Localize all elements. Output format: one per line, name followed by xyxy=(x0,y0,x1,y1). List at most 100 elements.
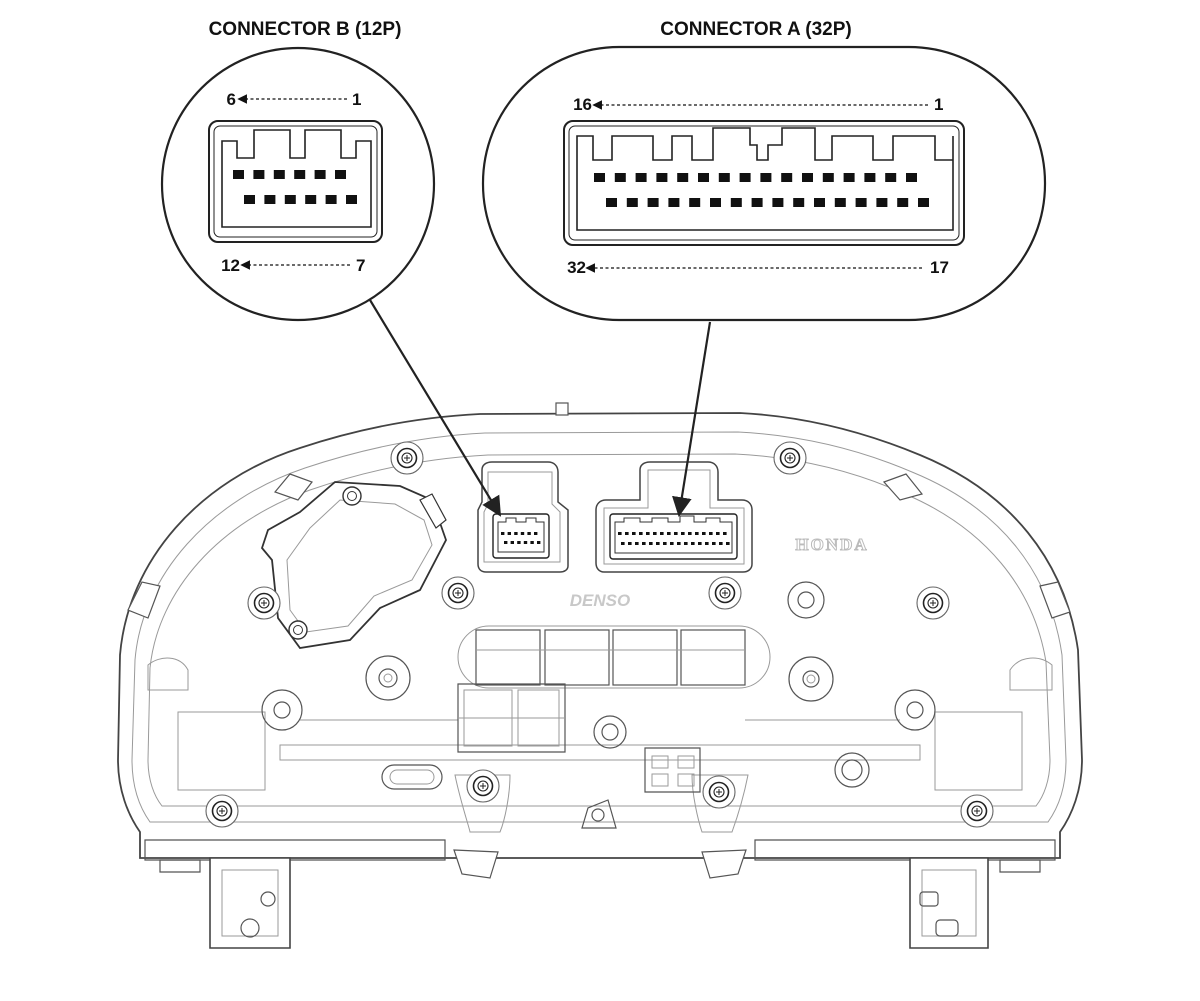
right-top-clip xyxy=(882,473,924,501)
connector-b-housing-inner xyxy=(213,125,378,238)
mini-a-pin-row2-13 xyxy=(705,542,709,545)
screw-8 xyxy=(466,769,500,803)
mini-a-pin-row1-6 xyxy=(653,532,657,535)
screw-5 xyxy=(708,576,742,610)
connector-b-pin-row1-1 xyxy=(233,170,244,179)
mini-a-pin-row1-5 xyxy=(646,532,650,535)
connector-b-leader-arrow xyxy=(369,299,502,517)
connector-a-pin-row1-15 xyxy=(885,173,897,182)
small-connector-icon xyxy=(644,747,701,793)
mini-b-pin-row1-3 xyxy=(514,532,518,535)
mini-a-pin-row2-3 xyxy=(635,542,639,545)
connector-a-leader-arrow xyxy=(672,321,712,517)
mini-a-pin-row1-2 xyxy=(625,532,629,535)
lower-left-foot xyxy=(159,859,201,873)
connector-a-pin-16-label: 16 xyxy=(573,95,592,114)
mini-a-pin-row1-13 xyxy=(702,532,706,535)
connector-a-pin-row2-14 xyxy=(876,198,888,207)
left-top-clip xyxy=(273,473,313,501)
right-lower-pocket xyxy=(934,711,1023,791)
honda-brand-label: HONDA xyxy=(795,535,868,554)
mini-a-pin-row1-16 xyxy=(723,532,727,535)
connector-a-pin-row2-11 xyxy=(814,198,825,207)
left-bracket-inner xyxy=(221,869,279,937)
mini-a-pin-row2-12 xyxy=(698,542,702,545)
mini-b-pin-row2-6 xyxy=(537,541,541,544)
connector-b-pin-1-label: 1 xyxy=(352,90,361,109)
connector-a-pin-32-label: 32 xyxy=(567,258,586,277)
connector-b-pin-row2-3 xyxy=(284,195,296,204)
connector-a-pin-row1-12 xyxy=(822,173,834,182)
connector-a-callout: CONNECTOR A (32P) 16 1 32 17 xyxy=(481,19,1047,322)
lower-right-foot xyxy=(999,859,1041,873)
screw-6 xyxy=(916,586,950,620)
mini-a-pin-row2-1 xyxy=(621,542,625,545)
mini-a-pin-row2-7 xyxy=(663,542,667,545)
connector-b-title: CONNECTOR B (12P) xyxy=(209,19,402,40)
mini-a-pin-row1-4 xyxy=(639,532,643,535)
cluster-top-tab xyxy=(555,402,569,416)
gauge-cluster-rear-view: DENSO HONDA xyxy=(117,402,1083,949)
connector-a-pin-row1-10 xyxy=(781,173,793,182)
connector-a-pin-row2-16 xyxy=(918,198,929,207)
connector-a-housing-inner xyxy=(568,125,960,241)
mini-b-pin-row2-5 xyxy=(530,541,534,544)
connector-a-pin-row1-2 xyxy=(614,173,626,182)
stepper-motor-housing xyxy=(260,481,447,649)
screw-1 xyxy=(390,441,424,475)
mini-a-pin-row2-5 xyxy=(649,542,653,545)
connector-a-pin-row2-1 xyxy=(606,198,617,207)
mini-b-pin-row2-3 xyxy=(517,541,521,544)
left-slot-inner xyxy=(389,769,435,785)
mini-a-pin-row2-2 xyxy=(628,542,632,545)
display-window-grid xyxy=(457,625,771,689)
connector-b-pin-row2-1 xyxy=(244,195,255,204)
connector-a-title: CONNECTOR A (32P) xyxy=(660,19,851,40)
connector-a-pin-row1-5 xyxy=(677,173,689,182)
denso-maker-label: DENSO xyxy=(570,591,630,610)
connector-b-pin-row1-2 xyxy=(253,170,265,179)
cluster-outer-shell xyxy=(117,412,1083,859)
cluster-screws xyxy=(205,441,994,828)
connector-a-pin-row2-2 xyxy=(626,198,638,207)
mini-a-pin-row2-15 xyxy=(719,542,723,545)
connector-b-pin-7-label: 7 xyxy=(356,256,365,275)
right-bracket-slot-2 xyxy=(935,919,959,937)
connector-a-pin-row1-3 xyxy=(635,173,647,182)
screw-2 xyxy=(773,441,807,475)
connector-a-pin-row1-13 xyxy=(843,173,855,182)
mini-b-pin-row2-2 xyxy=(510,541,514,544)
center-bottom-tab xyxy=(581,799,617,829)
connector-b-socket xyxy=(477,461,569,573)
left-bracket-hole xyxy=(260,891,276,907)
connector-b-pin-6-label: 6 xyxy=(227,90,236,109)
left-lower-pocket xyxy=(177,711,266,791)
lower-center-right-clip xyxy=(701,849,747,879)
lower-center-frame xyxy=(457,683,566,753)
screw-4 xyxy=(441,576,475,610)
connector-b-pin-row1-4 xyxy=(294,170,306,179)
connector-a-pin-row1-1 xyxy=(594,173,605,182)
mini-b-pin-row1-6 xyxy=(534,532,538,535)
cluster-inner-rim-2 xyxy=(147,453,1051,807)
lower-center-left-clip xyxy=(453,849,499,879)
right-mounting-bracket xyxy=(909,857,989,949)
mini-a-pin-row1-15 xyxy=(716,532,720,535)
connector-b-pin-12-label: 12 xyxy=(221,256,240,275)
lower-frame-left xyxy=(144,839,446,861)
connector-a-pin-1-label: 1 xyxy=(934,95,943,114)
connector-a-pin-row1-11 xyxy=(802,173,813,182)
mini-a-pin-row1-11 xyxy=(688,532,692,535)
connector-a-pin-row2-7 xyxy=(730,198,742,207)
connector-b-pin-row1-6 xyxy=(335,170,346,179)
center-bottom-tab-hole xyxy=(591,808,605,822)
lower-screw-boss-right xyxy=(691,774,749,833)
mini-a-pin-row2-16 xyxy=(726,542,730,545)
mini-a-pin-row1-7 xyxy=(660,532,664,535)
screw-7 xyxy=(205,794,239,828)
lower-frame-right xyxy=(754,839,1056,861)
connector-b-callout: CONNECTOR B (12P) 6 1 12 7 xyxy=(160,19,436,322)
mini-a-pin-row1-3 xyxy=(632,532,636,535)
mini-b-pin-row1-4 xyxy=(520,532,525,535)
